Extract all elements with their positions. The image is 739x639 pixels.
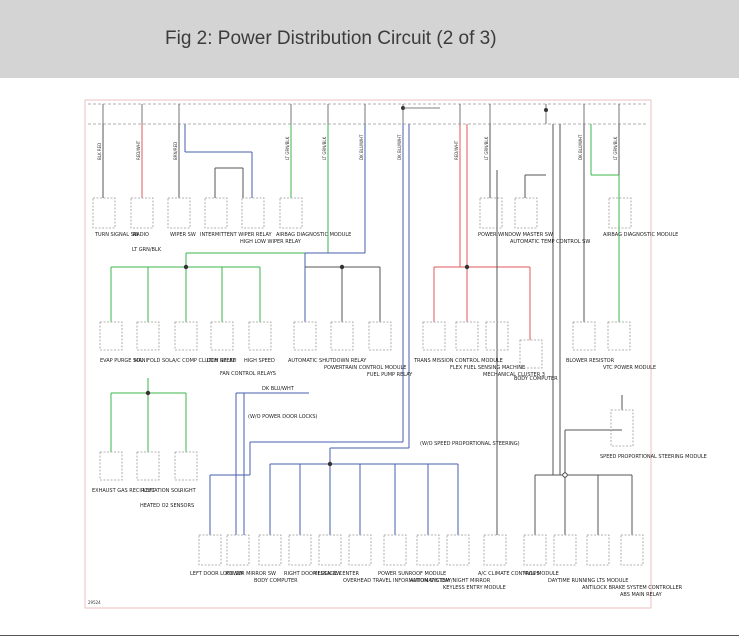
fan-control-label: FAN CONTROL RELAYS: [220, 371, 276, 377]
component-label: LOW SPEED: [207, 358, 237, 364]
component-label: TURN SIGNAL SW: [94, 232, 139, 238]
row1-boxes: [92, 197, 632, 229]
row1-wires: [102, 124, 620, 198]
component-label: AUTOMATIC TEMP CONTROL SW: [510, 239, 590, 245]
component-label: RIGHT DOOR LOCK SW: [284, 571, 341, 577]
wire-label: DK BLU/WHT: [397, 134, 402, 160]
page-title: Fig 2: Power Distribution Circuit (2 of …: [165, 28, 497, 49]
component-label: SPEED PROPORTIONAL STEERING MODULE: [600, 454, 707, 460]
component-label: LEFT DOOR LOCK SW: [190, 571, 243, 577]
component-label: DAYTIME RUNNING LTS MODULE: [548, 578, 628, 584]
top-connectors: [102, 104, 620, 124]
splice-wire-label: DK BLU/WHT: [262, 386, 295, 392]
component-label: BLOWER RESISTOR: [566, 358, 615, 364]
component-label: EXHAUST GAS RECIRCULATION SOL: [92, 488, 181, 494]
component-label: POWER WINDOW MASTER SW: [478, 232, 553, 238]
component-label: A/C CLIMATE CONTROL MODULE: [478, 571, 559, 577]
row2-boxes: [99, 321, 631, 369]
component-label: VTC POWER MODULE: [603, 365, 656, 371]
component-label: AIRBAG DIAGNOSTIC MODULE: [603, 232, 678, 238]
component-label: HIGH LOW WIPER RELAY: [240, 239, 302, 245]
wire-label: DK BLU/WHT: [578, 134, 583, 160]
power-distribution-diagram: BLK RED RED/WHT BRN/RED LT GRN/BLK LT GR…: [84, 99, 707, 609]
component-label: ABS MAIN RELAY: [620, 592, 663, 598]
row2-labels: EVAP PURGE SOL MANIFOLD SOL A/C COMP CLU…: [100, 358, 656, 382]
component-label: FUEL PUMP RELAY: [367, 372, 413, 378]
component-label: RIGHT: [180, 488, 197, 494]
page-header: Fig 2: Power Distribution Circuit (2 of …: [0, 0, 739, 78]
wire-label: RED/WHT: [136, 140, 141, 160]
component-label: MESSAGE CENTER: [313, 571, 359, 577]
trunk-wires: [110, 124, 633, 535]
row4-labels: LEFT DOOR LOCK SW POWER MIRROR SW BODY C…: [190, 571, 683, 598]
wire-label: RED/WHT: [454, 140, 459, 160]
component-label: POWER MIRROR SW: [226, 571, 276, 577]
diagram-frame: [84, 99, 652, 609]
splice-dots: [145, 264, 568, 478]
row1-labels: TURN SIGNAL SW RADIO WIPER SW INTERMITTE…: [94, 232, 678, 245]
wire-label: BRN/RED: [173, 142, 178, 160]
component-label: AUTOMATIC SHUTDOWN RELAY: [288, 358, 367, 364]
component-label: BODY COMPUTER: [514, 376, 558, 382]
component-label: POWERTRAIN CONTROL MODULE: [324, 365, 406, 371]
component-label: BODY COMPUTER: [254, 578, 298, 584]
component-label: HIGH SPEED: [244, 358, 275, 364]
component-label: FLEX FUEL SENSING MACHINE: [450, 365, 525, 371]
component-label: ANTILOCK BRAKE SYSTEM CONTROLLER: [582, 585, 683, 591]
component-label: LEFT: [143, 488, 156, 494]
wire-label: LT GRN/BLK: [613, 136, 618, 160]
component-label: OVERHEAD TRAVEL INFORMATION SYSTEM: [343, 578, 450, 584]
component-label: EVAP PURGE SOL: [100, 358, 143, 364]
component-label: KEYLESS ENTRY MODULE: [443, 585, 506, 591]
component-label: A/C COMP CLUTCH RELAY: [172, 358, 236, 364]
row4-boxes: [198, 534, 644, 566]
heated-o2-label: HEATED O2 SENSORS: [140, 503, 194, 509]
wire-label: DK BLU/WHT: [359, 134, 364, 160]
row1-wire-labels: BLK RED RED/WHT BRN/RED LT GRN/BLK LT GR…: [97, 134, 618, 160]
component-label: TRANS MISSION CONTROL MODULE: [413, 358, 503, 364]
row3-boxes: [99, 409, 634, 481]
top-splice-2: [544, 108, 548, 112]
lt-grn-blk-label: LT GRN/BLK: [132, 247, 162, 253]
component-label: POWER SUNROOF MODULE: [378, 571, 446, 577]
component-label: MECHANICAL CLUSTER 3: [483, 372, 545, 378]
note-wo-speed-steering: (W/O SPEED PROPORTIONAL STEERING): [420, 441, 520, 447]
component-label: MANIFOLD SOL: [134, 358, 172, 364]
figure-code: 29524: [88, 600, 101, 605]
note-wo-power-door-locks: (W/O POWER DOOR LOCKS): [248, 414, 317, 420]
footer-divider: [0, 635, 739, 636]
wire-label: LT GRN/BLK: [285, 136, 290, 160]
component-label: INTERMITTENT WIPER RELAY: [200, 232, 272, 238]
wire-label: BLK RED: [97, 143, 102, 160]
component-label: WIPER SW: [170, 232, 196, 238]
component-label: RADIO: [133, 232, 149, 238]
wire-label: LT GRN/BLK: [322, 136, 327, 160]
wire-label: LT GRN/BLK: [484, 136, 489, 160]
component-label: AIRBAG DIAGNOSTIC MODULE: [276, 232, 351, 238]
component-label: MVLPS: [523, 571, 540, 577]
component-label: AUTOMATIC DAY/NIGHT MIRROR: [410, 578, 491, 584]
row3-labels: EXHAUST GAS RECIRCULATION SOL LEFT RIGHT…: [92, 454, 707, 494]
